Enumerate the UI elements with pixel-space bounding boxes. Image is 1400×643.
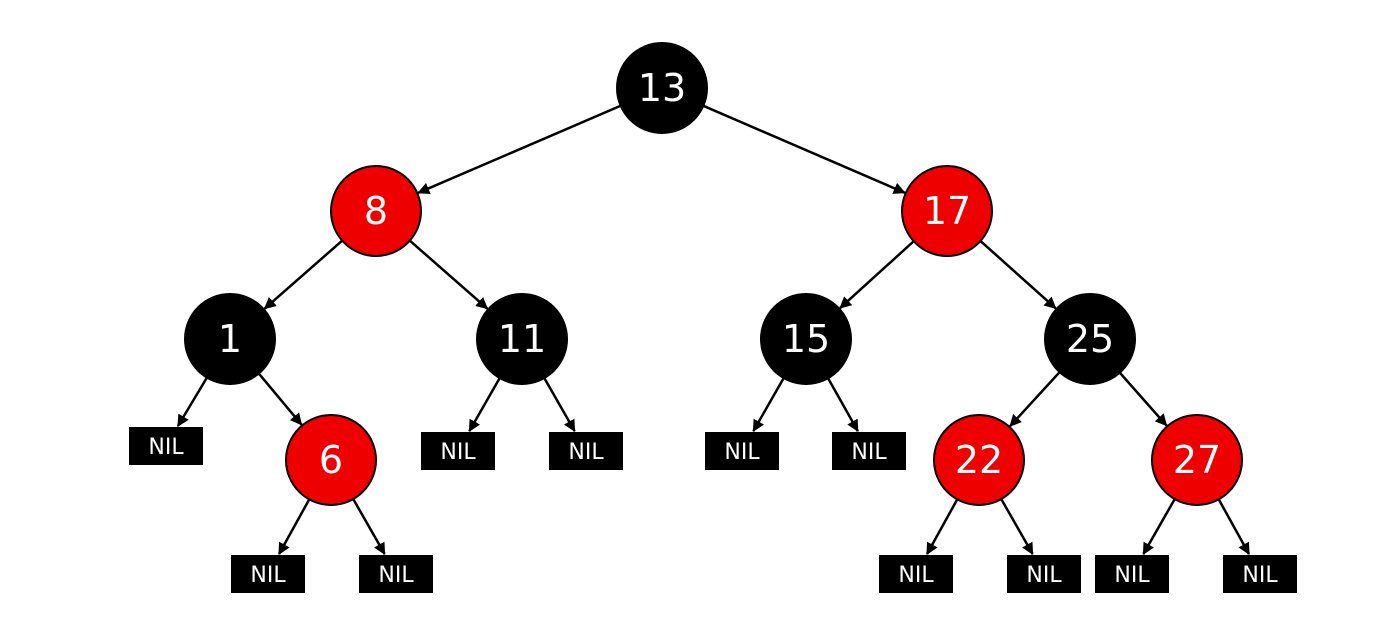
node-value-label: 1: [218, 317, 242, 361]
node-circle-red: [1151, 414, 1243, 506]
edges-layer: [176, 104, 1251, 555]
nil-leaf: NIL: [879, 555, 953, 593]
node-value-label: 6: [319, 438, 343, 482]
edge-n15-to-nil-15-left: [752, 377, 785, 432]
nil-box: [129, 427, 203, 465]
tree-node-13: 13: [616, 42, 708, 134]
node-circle-black: [1044, 293, 1136, 385]
nil-label: NIL: [851, 440, 887, 465]
nil-box: [832, 432, 906, 470]
edge-n25-to-n27: [1118, 371, 1168, 427]
tree-node-27: 27: [1151, 414, 1243, 506]
nil-label: NIL: [1026, 563, 1062, 588]
node-value-label: 11: [498, 317, 546, 361]
tree-node-25: 25: [1044, 293, 1136, 385]
edge-n6-to-nil-6-left: [277, 498, 311, 555]
nil-leaf: NIL: [421, 432, 495, 470]
nil-label: NIL: [148, 435, 184, 460]
edge-n13-to-n17: [702, 104, 906, 194]
nil-label: NIL: [568, 440, 604, 465]
tree-node-6: 6: [285, 414, 377, 506]
nil-label: NIL: [378, 563, 414, 588]
nil-leaf: NIL: [1007, 555, 1081, 593]
node-circle-black: [476, 293, 568, 385]
nil-leaf: NIL: [129, 427, 203, 465]
nil-label: NIL: [440, 440, 476, 465]
edge-n27-to-nil-27-right: [1217, 498, 1251, 555]
nil-label: NIL: [1114, 563, 1150, 588]
nil-box: [549, 432, 623, 470]
nil-box: [1095, 555, 1169, 593]
node-circle-black: [760, 293, 852, 385]
nil-leaf: NIL: [549, 432, 623, 470]
edge-n22-to-nil-22-right: [1000, 498, 1034, 555]
edge-n13-to-n8: [417, 104, 622, 194]
nil-box: [421, 432, 495, 470]
tree-node-8: 8: [330, 165, 422, 257]
edge-n27-to-nil-27-left: [1142, 498, 1176, 555]
node-circle-red: [330, 165, 422, 257]
nil-box: [879, 555, 953, 593]
node-value-label: 27: [1173, 438, 1221, 482]
nil-label: NIL: [724, 440, 760, 465]
tree-node-11: 11: [476, 293, 568, 385]
node-circle-red: [901, 165, 993, 257]
edge-n8-to-n1: [263, 239, 343, 310]
node-circle-black: [184, 293, 276, 385]
edge-n11-to-nil-11-left: [468, 377, 501, 432]
node-value-label: 15: [782, 317, 830, 361]
edge-n15-to-nil-15-right: [826, 377, 859, 432]
node-value-label: 13: [638, 66, 686, 110]
edge-n11-to-nil-11-right: [543, 377, 576, 432]
nil-leaf: NIL: [1223, 555, 1297, 593]
tree-node-17: 17: [901, 165, 993, 257]
node-value-label: 22: [955, 438, 1003, 482]
nil-label: NIL: [898, 563, 934, 588]
nil-box: [231, 555, 305, 593]
node-value-label: 17: [923, 189, 971, 233]
tree-node-15: 15: [760, 293, 852, 385]
nil-label: NIL: [1242, 563, 1278, 588]
nil-leaf: NIL: [231, 555, 305, 593]
nil-leaf: NIL: [832, 432, 906, 470]
edge-n25-to-n22: [1009, 371, 1061, 427]
edge-n6-to-nil-6-right: [352, 498, 386, 555]
edge-n1-to-n6: [257, 372, 303, 426]
node-circle-red: [933, 414, 1025, 506]
nil-leaf: NIL: [359, 555, 433, 593]
edge-n8-to-n11: [409, 239, 489, 310]
edge-n22-to-nil-22-left: [925, 498, 959, 555]
nil-box: [705, 432, 779, 470]
edge-n17-to-n15: [839, 240, 915, 310]
tree-node-1: 1: [184, 293, 276, 385]
nil-box: [359, 555, 433, 593]
edge-n17-to-n25: [979, 240, 1057, 310]
tree-node-22: 22: [933, 414, 1025, 506]
nil-leaf: NIL: [705, 432, 779, 470]
edge-n1-to-nil-1-left: [176, 376, 208, 428]
nil-label: NIL: [250, 563, 286, 588]
node-value-label: 25: [1066, 317, 1114, 361]
node-circle-black: [616, 42, 708, 134]
nil-leaf: NIL: [1095, 555, 1169, 593]
nil-box: [1223, 555, 1297, 593]
node-circle-red: [285, 414, 377, 506]
nil-box: [1007, 555, 1081, 593]
node-value-label: 8: [364, 189, 388, 233]
